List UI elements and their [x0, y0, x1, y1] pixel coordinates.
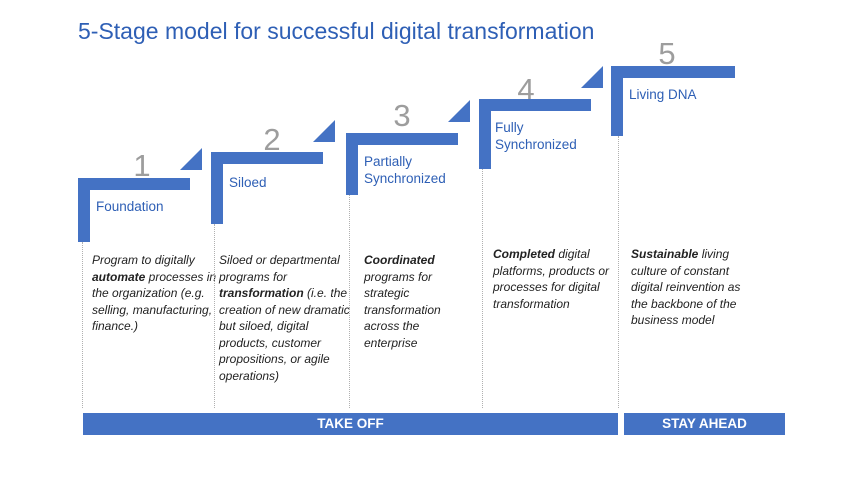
stage-number: 2: [263, 122, 281, 157]
phase-take-off: TAKE OFF: [83, 413, 618, 435]
description-segment: digital platforms, products or processes…: [493, 247, 610, 311]
column-divider: [214, 224, 215, 408]
stage-description: Coordinated programs for strategic trans…: [364, 252, 472, 351]
step-arrow-icon: [313, 120, 335, 142]
stage-step-horizontal: [211, 152, 323, 164]
phase-stay-ahead: STAY AHEAD: [624, 413, 785, 435]
step-arrow-icon: [180, 148, 202, 170]
description-segment: Coordinated: [364, 253, 435, 267]
description-segment: Program to digitally: [92, 253, 195, 267]
description-segment: (i.e. the creation of new dramatic but s…: [219, 286, 350, 383]
description-segment: Completed: [493, 247, 556, 261]
stage-step-horizontal: [346, 133, 458, 145]
description-segment: processes in the organization (e.g. sell…: [92, 269, 217, 334]
stage-step-vertical: [78, 178, 90, 242]
stage-number: 3: [393, 98, 411, 133]
description-segment: automate: [92, 269, 146, 284]
step-arrow-icon: [448, 100, 470, 122]
description-segment: Siloed or departmental programs for: [219, 253, 340, 284]
stage-label: Partially Synchronized: [364, 154, 446, 186]
column-divider: [618, 136, 619, 408]
description-segment: programs for strategic transformation ac…: [364, 269, 441, 350]
description-segment: transformation: [219, 286, 304, 300]
stage-step-vertical: [611, 66, 623, 136]
stage-label: Siloed: [229, 175, 267, 190]
stage-description: Sustainable living culture of constant d…: [631, 246, 751, 329]
column-divider: [82, 242, 83, 408]
stage-number: 4: [517, 72, 535, 107]
column-divider: [482, 169, 483, 408]
stage-step-horizontal: [479, 99, 591, 111]
stage-step-vertical: [346, 133, 358, 195]
stage-description: Completed digital platforms, products or…: [493, 246, 613, 312]
stage-step-vertical: [479, 99, 491, 169]
description-segment: living culture of constant digital reinv…: [631, 247, 741, 327]
stage-label: Living DNA: [629, 87, 697, 102]
stage-number: 1: [133, 148, 151, 183]
stage-number: 5: [658, 36, 676, 71]
page-title: 5-Stage model for successful digital tra…: [78, 18, 595, 44]
stage-label: Foundation: [96, 199, 164, 214]
stage-step-horizontal: [611, 66, 735, 78]
stage-step-horizontal: [78, 178, 190, 190]
stage-step-vertical: [211, 152, 223, 224]
step-arrow-icon: [581, 66, 603, 88]
stage-label: Fully Synchronized: [495, 120, 577, 152]
description-segment: Sustainable: [631, 247, 699, 261]
stage-description: Siloed or departmental programs for tran…: [219, 252, 359, 384]
column-divider: [349, 195, 350, 408]
stage-description: Program to digitally automate processes …: [92, 252, 218, 335]
